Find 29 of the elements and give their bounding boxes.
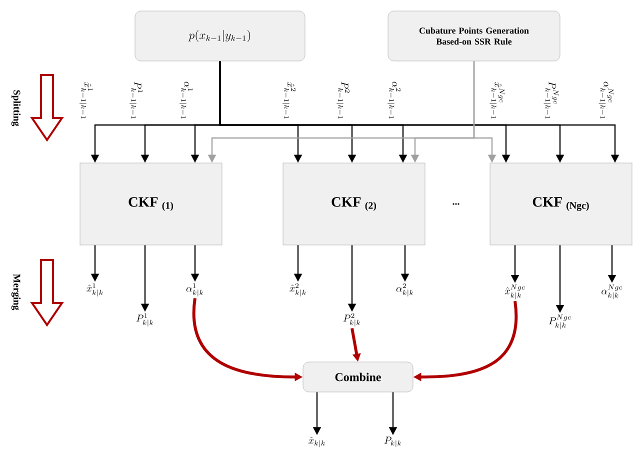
output-variable: $\hat{x}^{2}_{k|k}$	[290, 283, 306, 297]
output-variable: $\alpha^{1}_{k|k}$	[186, 283, 204, 297]
edge-label: $\hat{x}^{Ngc}_{k-1|k-1}$	[490, 82, 504, 119]
output-variable: $\hat{x}_{k|k}$	[308, 436, 325, 448]
output-variable: $P^{Ngc}_{k|k}$	[548, 314, 571, 330]
stage-label: Merging	[11, 274, 21, 310]
rounded-box: Combine	[302, 362, 414, 392]
output-variable: $\hat{x}^{Ngc}_{k|k}$	[504, 284, 525, 300]
filter-box: CKF $_{(1)}$	[80, 162, 222, 246]
ellipsis: ...	[452, 203, 460, 205]
edge-label: $P^{Ngc}_{k-1|k-1}$	[544, 82, 558, 119]
rounded-box: $p(x_{k-1}|y_{k-1})$	[134, 10, 306, 62]
edge-label: $P^{2}_{k-1|k-1}$	[336, 82, 350, 119]
output-variable: $\hat{x}^{1}_{k|k}$	[86, 283, 103, 297]
edge-label: $\alpha^{2}_{k-1|k-1}$	[387, 82, 401, 119]
output-variable: $P^{1}_{k|k}$	[136, 313, 154, 327]
edge-label: $\alpha^{Ngc}_{k-1|k-1}$	[598, 82, 614, 119]
output-variable: $P_{k|k}$	[384, 436, 402, 448]
filter-box: CKF $_{(Ngc)}$	[490, 162, 632, 246]
edge-label: $\hat{x}^{2}_{k-1|k-1}$	[282, 82, 296, 119]
edge-label: $\alpha^{1}_{k-1|k-1}$	[179, 82, 193, 119]
filter-box: CKF $_{(2)}$	[282, 162, 426, 246]
stage-label: Splitting	[11, 90, 21, 126]
output-variable: $\alpha^{2}_{k|k}$	[396, 283, 414, 297]
output-variable: $\alpha^{Ngc}_{k|k}$	[602, 284, 622, 300]
edge-label: $\hat{x}^{1}_{k-1|k-1}$	[79, 82, 93, 119]
output-variable: $P^{2}_{k|k}$	[343, 313, 360, 327]
rounded-box: Cubature Points Generation Based-on SSR Rule	[388, 10, 560, 62]
edge-label: $P^{1}_{k-1|k-1}$	[129, 82, 143, 119]
